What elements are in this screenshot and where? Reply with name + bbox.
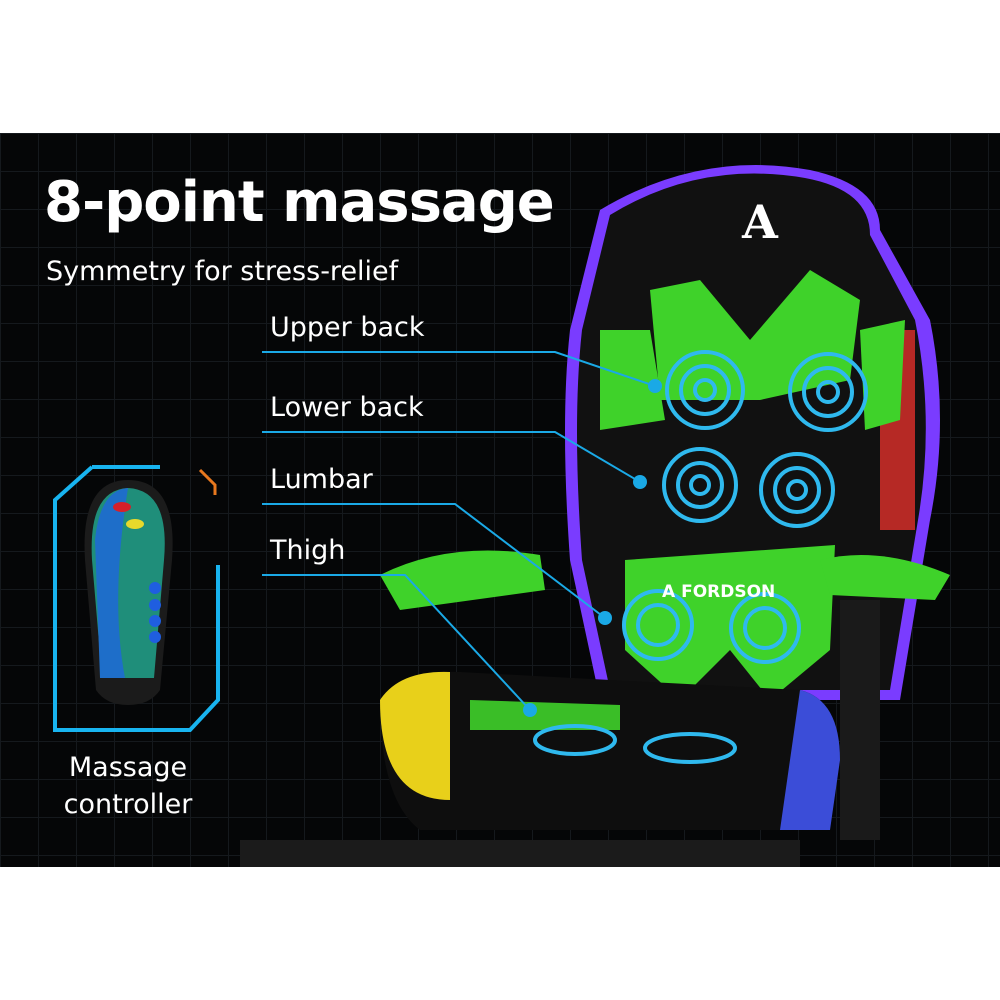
callout-upper-back: Upper back xyxy=(270,312,425,343)
green-side-panel-left xyxy=(600,330,665,430)
controller-caption-line2: controller xyxy=(63,789,193,820)
massage-controller-image xyxy=(84,480,173,705)
footrest xyxy=(240,840,800,867)
controller-caption-line1: Massage xyxy=(68,752,188,783)
rgb-seat-blue xyxy=(780,690,840,830)
rgb-seat-yellow xyxy=(380,671,450,800)
seat-green-stripe xyxy=(470,700,620,730)
headline: 8-point massage xyxy=(44,170,555,235)
subheadline: Symmetry for stress-relief xyxy=(46,256,399,287)
controller-frame xyxy=(53,465,220,732)
brand-wordmark: A FORDSON xyxy=(662,582,775,602)
callout-lines xyxy=(262,351,656,711)
callout-dots xyxy=(523,379,662,717)
green-side-panel-right xyxy=(860,320,905,430)
brand-logo: A xyxy=(741,195,779,249)
callout-lower-back: Lower back xyxy=(270,392,424,423)
armrest-left xyxy=(380,550,545,610)
massage-nodes xyxy=(533,350,868,764)
armrest-right xyxy=(820,555,950,600)
callout-lumbar: Lumbar xyxy=(270,464,373,495)
callout-thigh: Thigh xyxy=(270,535,346,566)
armrest-post xyxy=(840,600,880,840)
